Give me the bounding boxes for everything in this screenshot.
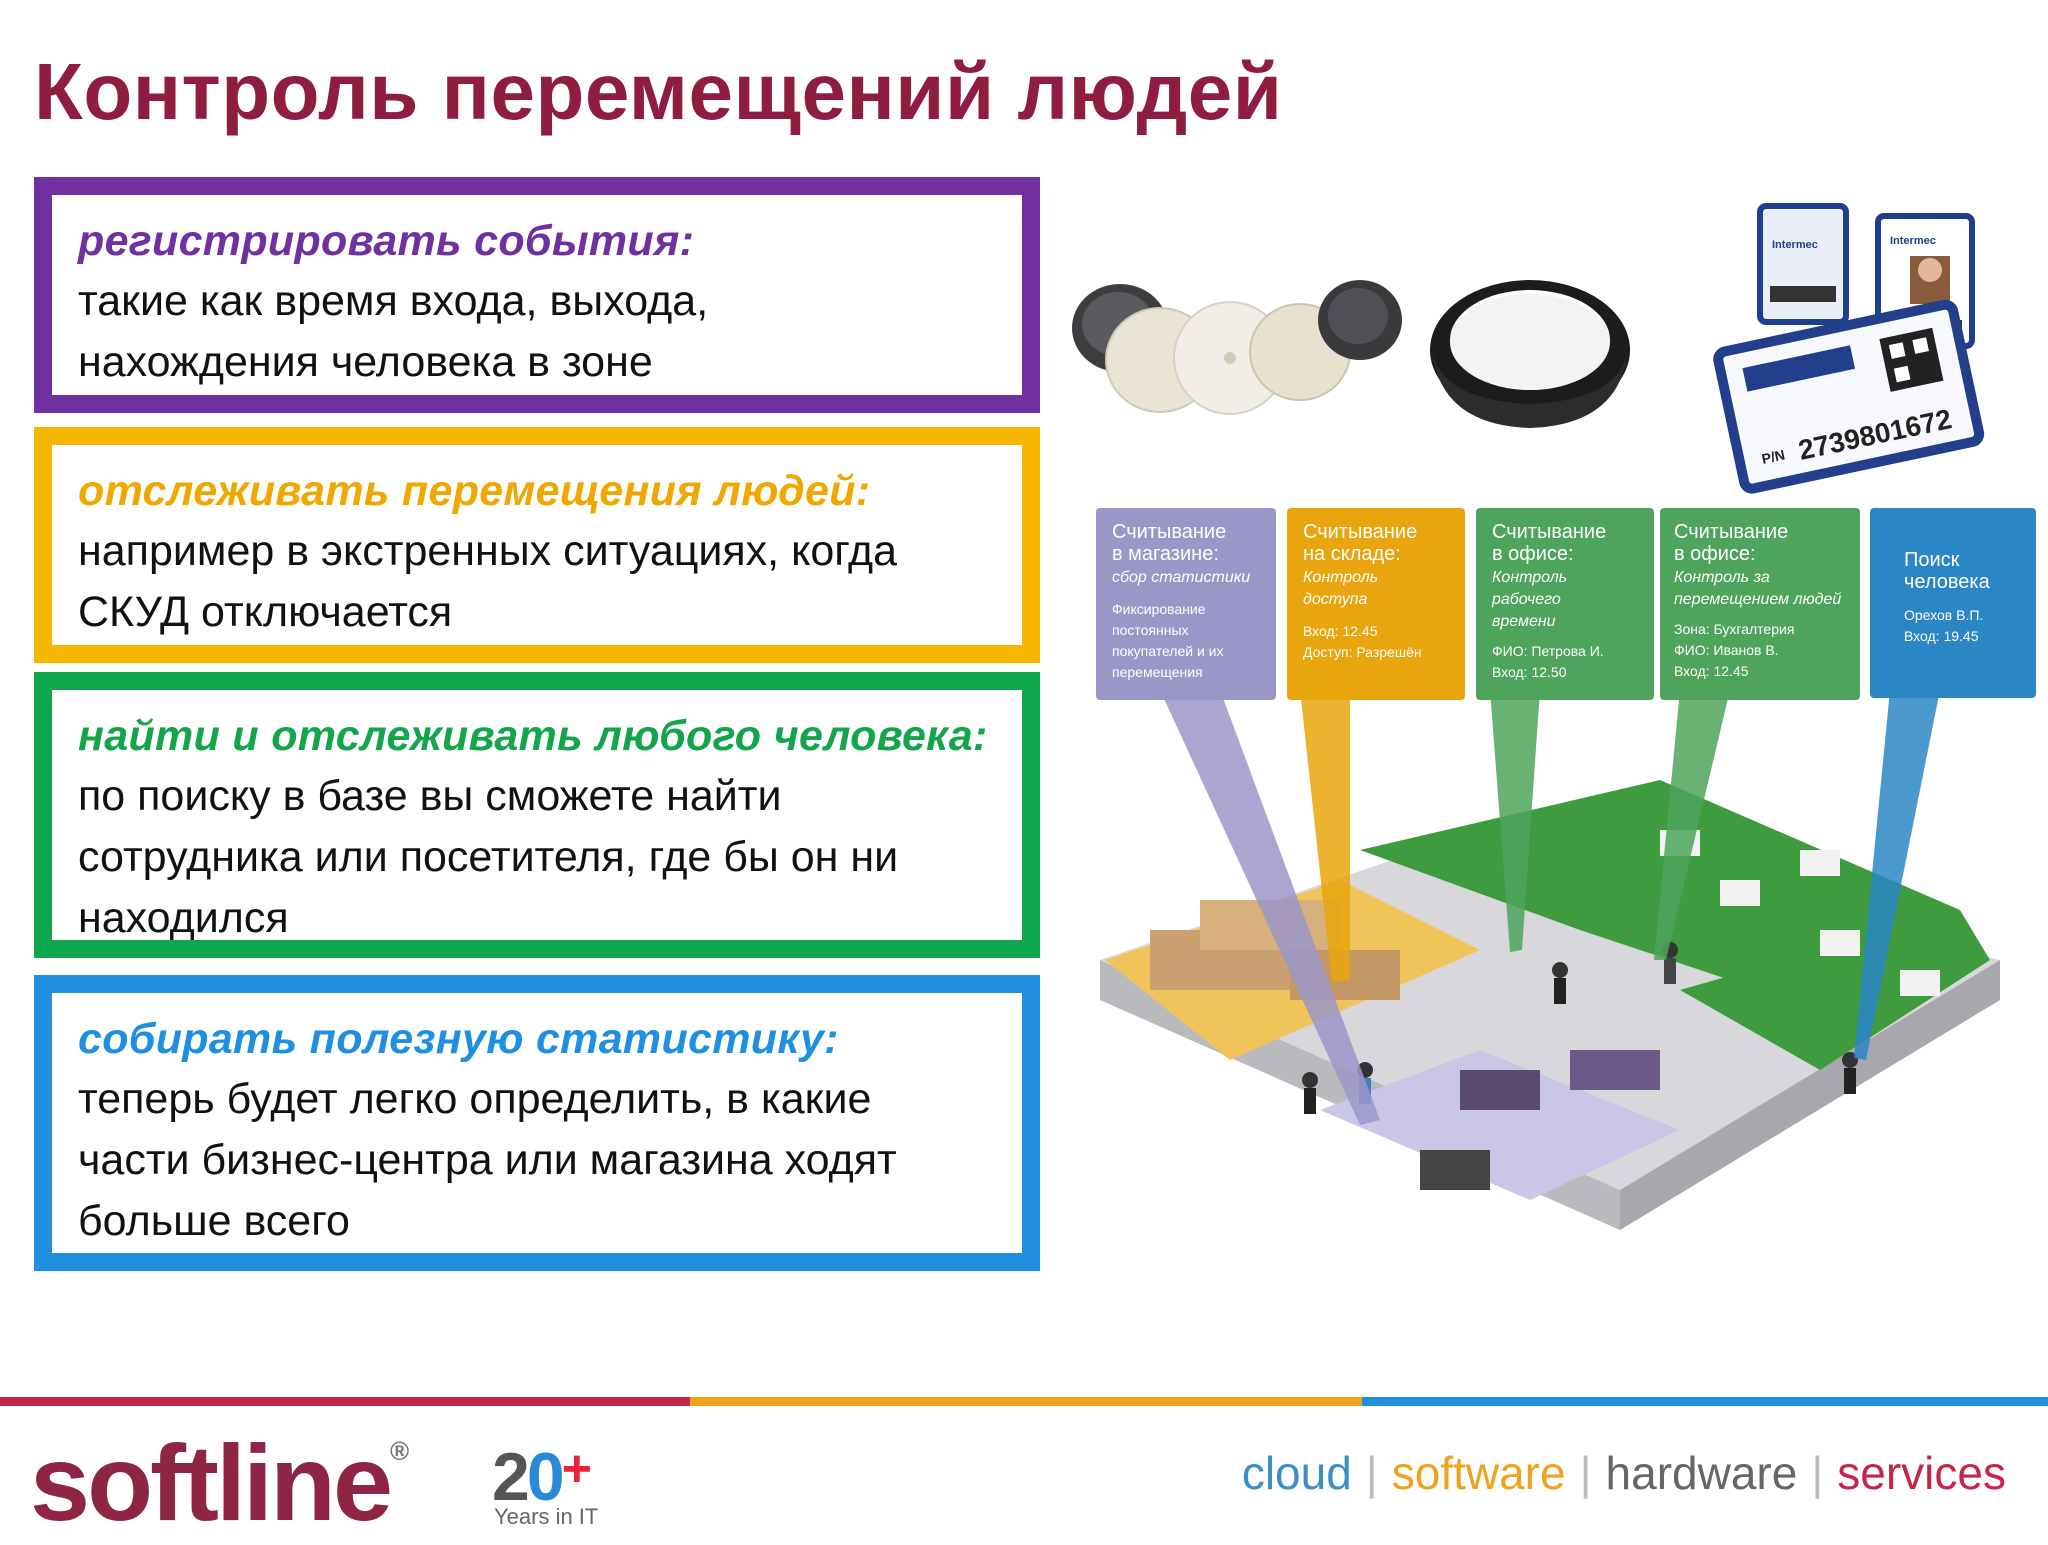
page-title: Контроль перемещений людей (34, 47, 1283, 136)
svg-text:в магазине:: в магазине: (1112, 543, 1219, 565)
feature-text-line: части бизнес-центра или магазина ходят (78, 1136, 897, 1184)
svg-text:Считывание: Считывание (1674, 521, 1788, 543)
feature-text-line: больше всего (78, 1197, 350, 1245)
feature-box-register-events: регистрировать события: такие как время … (34, 177, 1040, 413)
feature-text-line: СКУД отключается (78, 588, 453, 636)
svg-text:постоянных: постоянных (1112, 622, 1189, 638)
years-badge: 20+ Years in IT (492, 1439, 599, 1529)
feature-text-line: например в экстренных ситуациях, когда (78, 527, 898, 575)
svg-text:Intermec: Intermec (1890, 235, 1936, 247)
feature-text-line: по поиску в базе вы сможете найти (78, 772, 782, 820)
feature-text-line: теперь будет легко определить, в какие (78, 1075, 872, 1123)
feature-heading: собирать полезную статистику: (78, 1015, 839, 1063)
svg-text:Зона: Бухгалтерия: Зона: Бухгалтерия (1674, 621, 1794, 637)
svg-text:ФИО: Петрова И.: ФИО: Петрова И. (1492, 643, 1604, 659)
callout-store: Считывание в магазине: сбор статистики Ф… (1096, 508, 1276, 700)
card-brand: Intermec (1772, 239, 1818, 251)
svg-text:рабочего: рабочего (1491, 591, 1561, 608)
floor-plan (1100, 780, 2000, 1230)
feature-box-statistics: собирать полезную статистику: теперь буд… (34, 975, 1040, 1271)
callout-search-person: Поиск человека Орехов В.П. Вход: 19.45 (1870, 508, 2036, 698)
feature-heading: отслеживать перемещения людей: (78, 467, 871, 515)
feature-text-line: такие как время входа, выхода, (78, 277, 709, 325)
svg-text:Фиксирование: Фиксирование (1112, 601, 1206, 617)
svg-text:перемещением людей: перемещением людей (1674, 591, 1841, 608)
rfid-wristband-image (1430, 280, 1630, 428)
callout-office-movement: Считывание в офисе: Контроль за перемеще… (1660, 508, 1860, 700)
rfid-tags-image (1072, 280, 1402, 415)
feature-heading: регистрировать события: (78, 217, 695, 265)
rfid-illustration: Intermec Intermec P/N 2739801672 (1072, 203, 2036, 1230)
svg-text:на складе:: на складе: (1303, 543, 1401, 565)
svg-text:Считывание: Считывание (1112, 521, 1226, 543)
feature-box-track-movement: отслеживать перемещения людей: например … (34, 427, 1040, 663)
svg-text:Доступ: Разрешён: Доступ: Разрешён (1303, 644, 1422, 660)
softline-logo: softline® (30, 1422, 410, 1543)
svg-text:доступа: доступа (1303, 591, 1368, 608)
svg-text:Контроль: Контроль (1303, 569, 1378, 586)
svg-text:сбор статистики: сбор статистики (1112, 569, 1250, 586)
feature-heading: найти и отслеживать любого человека: (78, 712, 988, 760)
svg-text:человека: человека (1904, 571, 1991, 593)
footer-stripe-blue (1362, 1397, 2048, 1406)
svg-text:Вход: 12.50: Вход: 12.50 (1492, 664, 1567, 680)
tagline: cloud|software|hardware|services (1241, 1447, 2006, 1499)
svg-text:Орехов В.П.: Орехов В.П. (1904, 607, 1983, 623)
id-cards-image: Intermec Intermec P/N 2739801672 (1713, 203, 1985, 494)
feature-text-line: находился (78, 894, 289, 942)
footer-stripe-red (0, 1397, 690, 1406)
svg-text:Считывание: Считывание (1303, 521, 1417, 543)
feature-text-line: сотрудника или посетителя, где бы он ни (78, 833, 899, 881)
svg-text:времени: времени (1492, 613, 1556, 630)
feature-box-find-person: найти и отслеживать любого человека: по … (34, 672, 1040, 958)
svg-text:Вход: 12.45: Вход: 12.45 (1303, 623, 1378, 639)
svg-text:в офисе:: в офисе: (1674, 543, 1756, 565)
svg-text:Контроль: Контроль (1492, 569, 1567, 586)
svg-text:в офисе:: в офисе: (1492, 543, 1574, 565)
svg-text:Считывание: Считывание (1492, 521, 1606, 543)
svg-text:Контроль за: Контроль за (1674, 569, 1770, 586)
callout-office-time: Считывание в офисе: Контроль рабочего вр… (1476, 508, 1654, 700)
footer-stripe-orange (690, 1397, 1362, 1406)
svg-text:покупателей и их: покупателей и их (1112, 643, 1223, 659)
feature-text-line: нахождения человека в зоне (78, 338, 653, 386)
svg-text:Поиск: Поиск (1904, 549, 1960, 571)
svg-text:Вход: 19.45: Вход: 19.45 (1904, 628, 1979, 644)
svg-text:перемещения: перемещения (1112, 664, 1203, 680)
card-prefix: P/N (1760, 446, 1786, 467)
svg-text:ФИО: Иванов В.: ФИО: Иванов В. (1674, 642, 1779, 658)
callout-warehouse: Считывание на складе: Контроль доступа В… (1287, 508, 1465, 700)
svg-text:Вход: 12.45: Вход: 12.45 (1674, 663, 1749, 679)
